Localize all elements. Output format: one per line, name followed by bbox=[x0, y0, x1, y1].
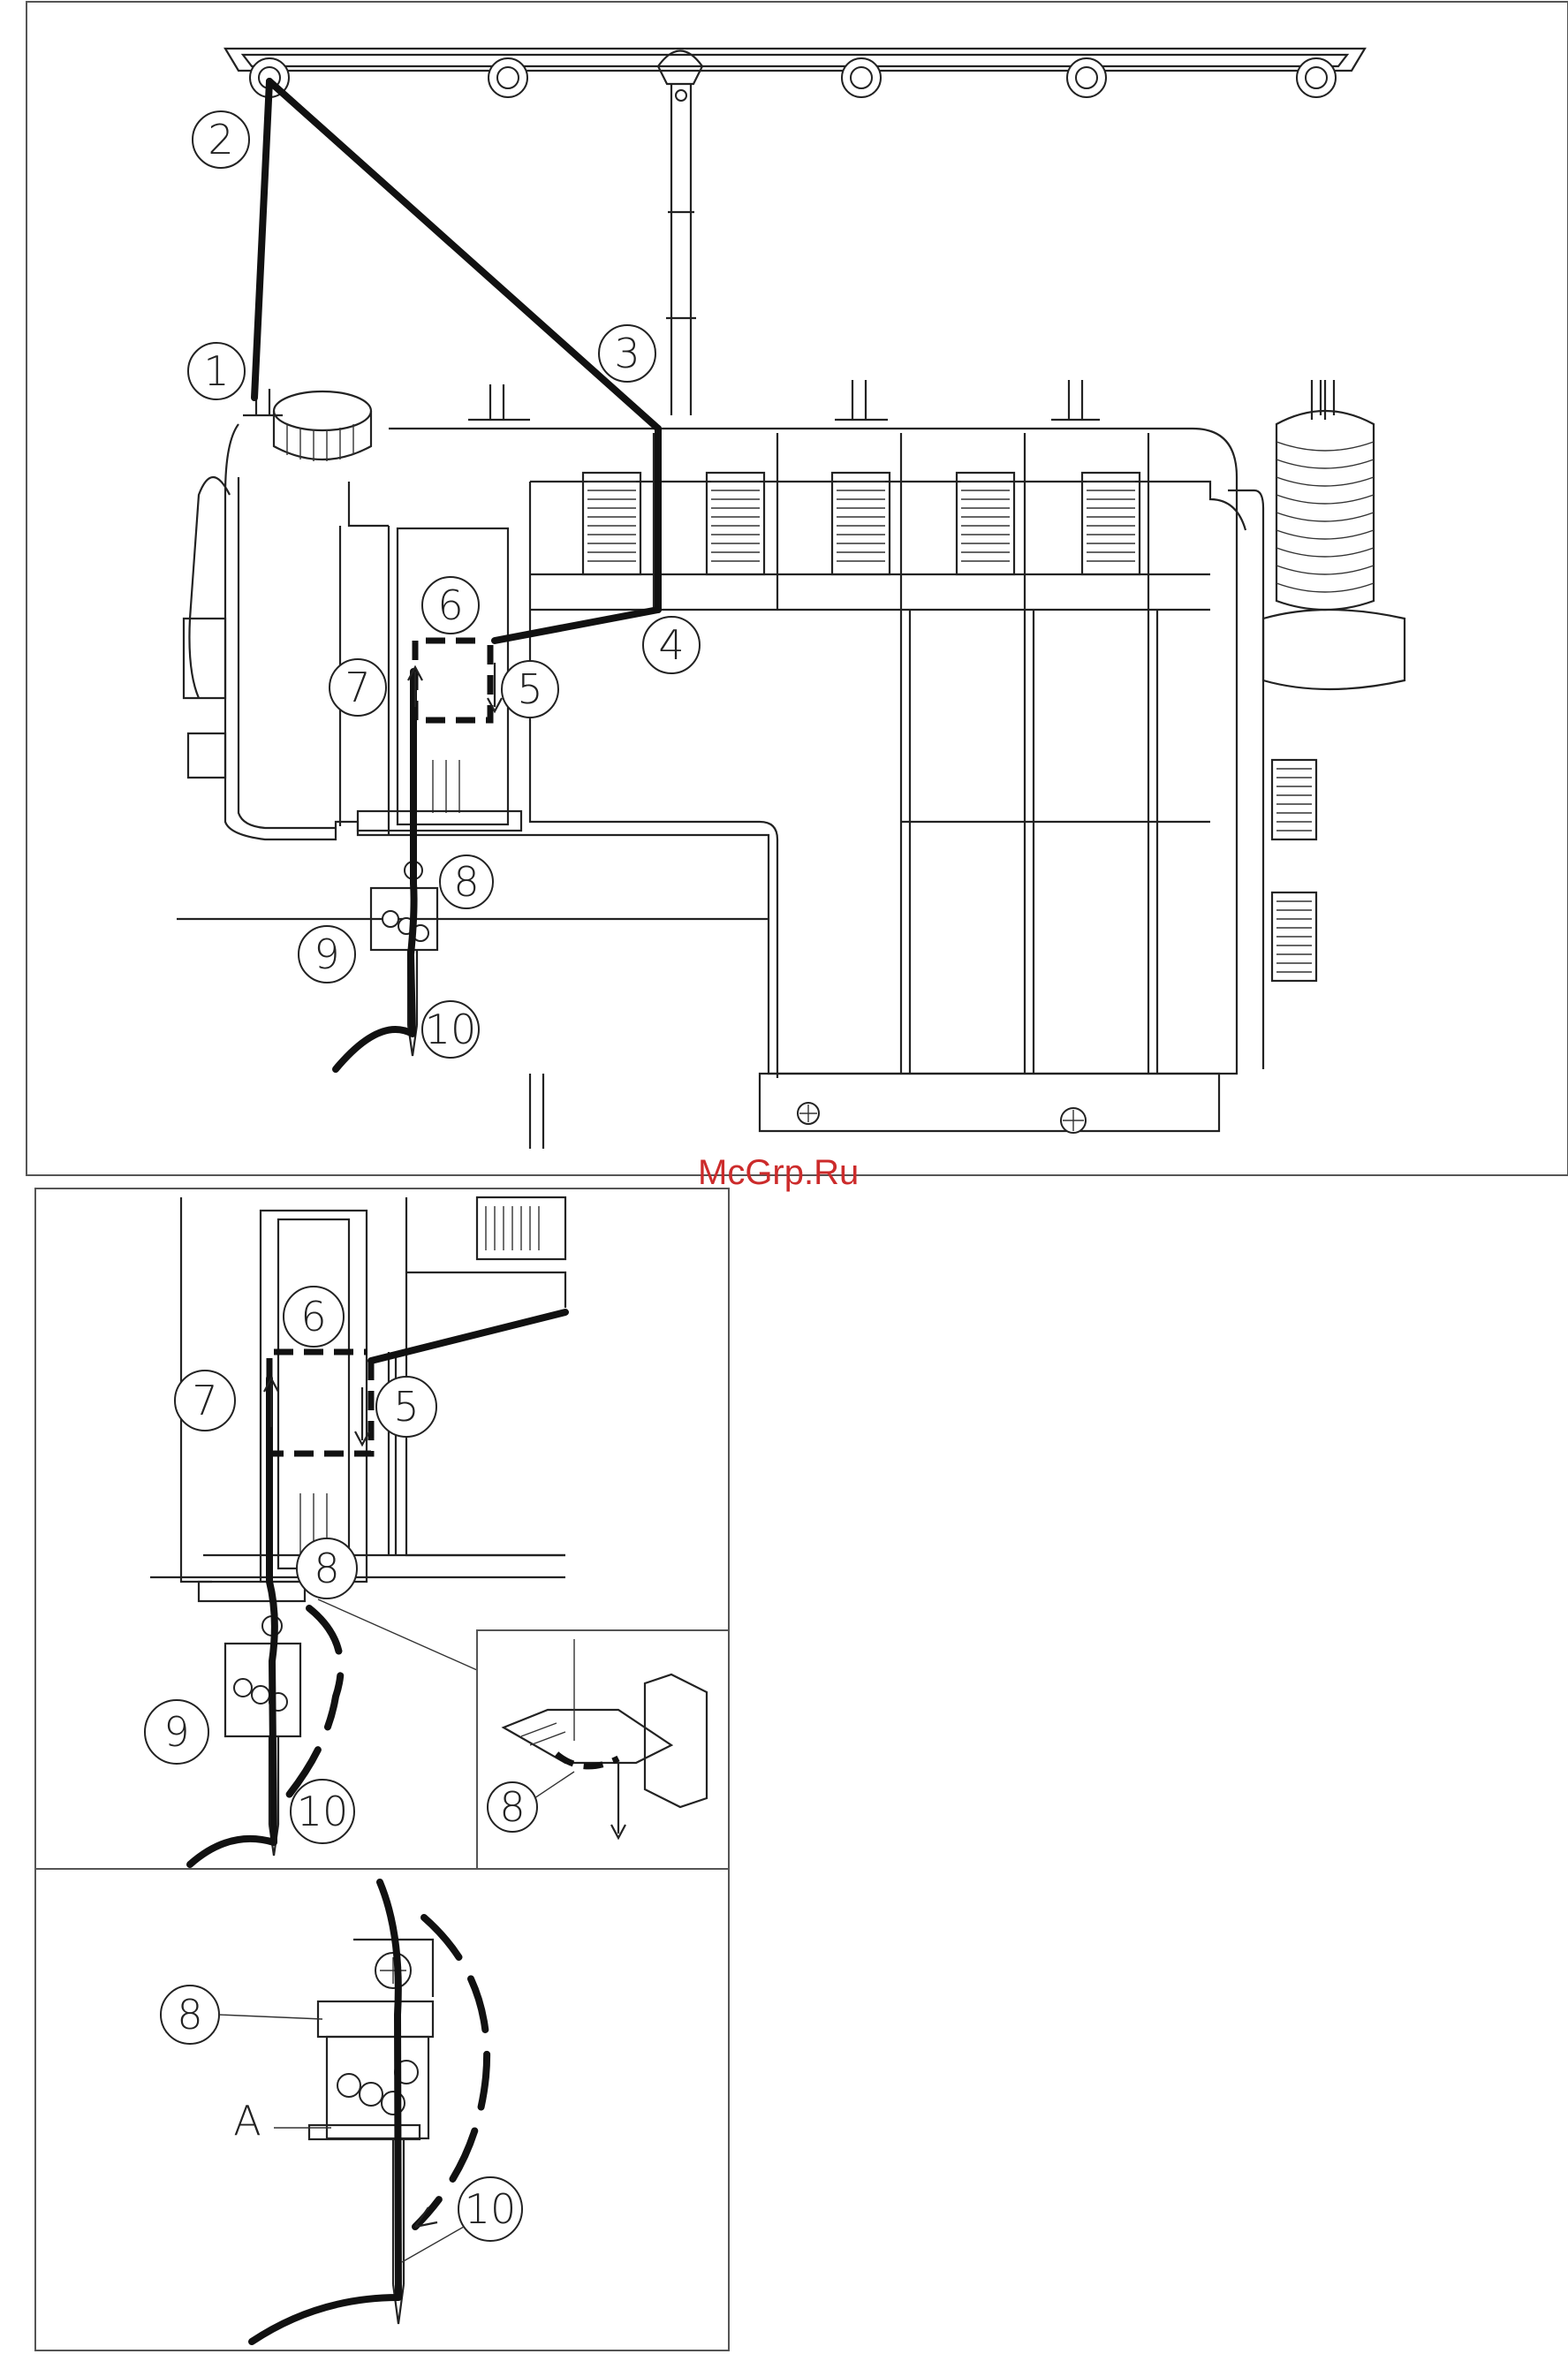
watermark-text: McGrp.Ru bbox=[698, 1153, 859, 1192]
callout-10-b-label: 10 bbox=[465, 2185, 517, 2233]
callout-9: 9 bbox=[299, 926, 355, 983]
callout-a-label: A bbox=[233, 2097, 261, 2145]
callout-3-label: 3 bbox=[614, 330, 640, 377]
callout-8: 8 bbox=[440, 855, 493, 908]
main-panel-frame bbox=[27, 2, 1568, 1175]
callout-7-a-label: 7 bbox=[192, 1377, 217, 1424]
callouts-main: 1 2 3 4 5 6 7 8 9 10 bbox=[188, 111, 700, 1058]
spool-pins bbox=[243, 380, 1325, 420]
detail-panel-a-frame bbox=[35, 1188, 729, 1869]
side-knobs bbox=[1272, 760, 1316, 981]
callout-6: 6 bbox=[422, 577, 479, 634]
tension-knob-top bbox=[274, 391, 371, 461]
callout-5-label: 5 bbox=[517, 665, 542, 713]
callout-8-b-label: 8 bbox=[177, 1991, 202, 2039]
detail-panel-a: 8 6 7 5 8 9 10 bbox=[35, 1188, 729, 1869]
callout-8-label: 8 bbox=[453, 858, 479, 906]
detail-panel-b-frame bbox=[35, 1869, 729, 2350]
spool-icon bbox=[1263, 380, 1405, 689]
callout-6-a-label: 6 bbox=[300, 1293, 326, 1340]
callout-9-label: 9 bbox=[314, 930, 339, 978]
callout-9-a-label: 9 bbox=[163, 1708, 189, 1756]
callout-6-label: 6 bbox=[437, 581, 463, 629]
callout-5-a-label: 5 bbox=[393, 1383, 419, 1431]
callouts-detail-b: 8 A 10 bbox=[161, 1986, 522, 2262]
tension-dials bbox=[530, 433, 1210, 610]
callout-2: 2 bbox=[193, 111, 249, 168]
callout-5: 5 bbox=[502, 661, 558, 718]
callout-10-label: 10 bbox=[425, 1006, 477, 1053]
callout-7-label: 7 bbox=[345, 664, 370, 711]
callout-1: 1 bbox=[188, 343, 245, 399]
callout-4-label: 4 bbox=[658, 621, 684, 669]
inset-looper-detail: 8 bbox=[477, 1630, 729, 1869]
callout-10-a-label: 10 bbox=[297, 1788, 349, 1835]
callouts-detail-a: 6 7 5 8 9 10 bbox=[145, 1287, 436, 1843]
machine-body bbox=[184, 424, 1263, 1078]
callout-10: 10 bbox=[422, 1001, 479, 1058]
callout-1-label: 1 bbox=[203, 347, 229, 395]
callout-8-a-label: 8 bbox=[314, 1545, 339, 1592]
thread-stand bbox=[225, 49, 1365, 415]
detail-panel-b: 8 A 10 bbox=[35, 1869, 729, 2350]
callout-4: 4 bbox=[643, 617, 700, 673]
callout-7: 7 bbox=[330, 659, 386, 716]
callout-3: 3 bbox=[599, 325, 655, 382]
callout-2-label: 2 bbox=[208, 116, 233, 163]
main-panel: 1 2 3 4 5 6 7 8 9 10 bbox=[27, 2, 1568, 1175]
callout-8-inset-label: 8 bbox=[499, 1783, 525, 1831]
